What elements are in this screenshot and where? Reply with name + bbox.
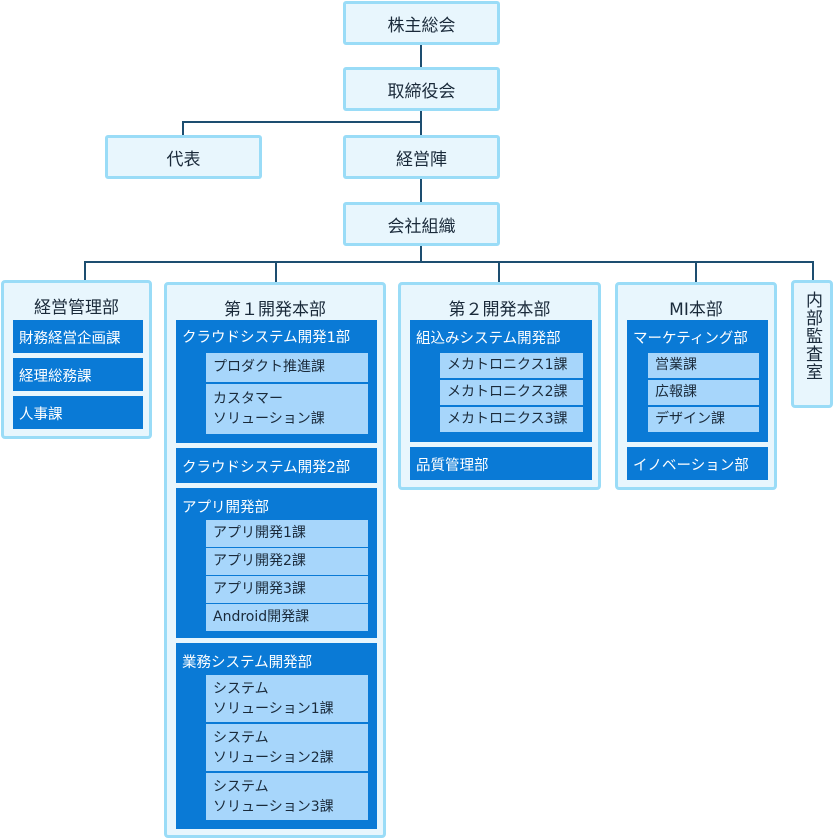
connector-organization-down — [420, 244, 422, 262]
department-admin-title: 経営管理部 — [34, 298, 119, 318]
list-item: メカトロニクス1課 — [440, 353, 583, 378]
list-item-label: ソリューション3課 — [213, 798, 334, 815]
section-innovation-label: イノベーション部 — [633, 458, 749, 474]
list-item-label: アプリ開発1課 — [213, 525, 306, 541]
list-item-label: ソリューション1課 — [213, 700, 334, 717]
list-item: 営業課 — [648, 353, 759, 378]
list-item-label: 営業課 — [655, 357, 697, 373]
list-item: メカトロニクス3課 — [440, 407, 583, 432]
list-item: システム ソリューション1課 — [206, 675, 368, 722]
list-item: システム ソリューション2課 — [206, 724, 368, 771]
department-dev1-title: 第１開発本部 — [224, 300, 326, 320]
connector-audit — [812, 261, 814, 281]
department-dev2-title: 第２開発本部 — [448, 300, 551, 320]
section-app-label: アプリ開発部 — [182, 500, 269, 516]
section-innovation: イノベーション部 — [627, 447, 768, 480]
list-item: アプリ開発3課 — [206, 576, 368, 603]
list-item: カスタマー ソリューション課 — [206, 384, 368, 434]
admin-item: 人事課 — [13, 396, 143, 429]
connector-representative-horizontal — [182, 121, 422, 123]
management-box: 経営陣 — [343, 135, 500, 179]
list-item-label: システム — [213, 778, 269, 795]
list-item: メカトロニクス2課 — [440, 380, 583, 405]
list-item-label: ソリューション2課 — [213, 749, 334, 766]
connector-dev1 — [275, 261, 277, 283]
section-cloud1-label: クラウドシステム開発1部 — [182, 330, 351, 346]
list-item-label: アプリ開発3課 — [213, 581, 306, 597]
list-item-label: プロダクト推進課 — [213, 359, 325, 375]
list-item: アプリ開発2課 — [206, 548, 368, 575]
section-business-label: 業務システム開発部 — [182, 655, 313, 671]
list-item: プロダクト推進課 — [206, 353, 368, 382]
list-item: Android開発課 — [206, 604, 368, 631]
connector-management-organization — [420, 177, 422, 203]
connector-mi — [695, 261, 697, 283]
board-of-directors-box: 取締役会 — [343, 67, 500, 111]
connector-departments-horizontal — [84, 261, 814, 263]
shareholders-meeting-box: 株主総会 — [343, 1, 500, 45]
section-marketing: マーケティング部 営業課 広報課 デザイン課 — [627, 320, 768, 442]
section-cloud2: クラウドシステム開発2部 — [176, 448, 377, 483]
list-item-label: メカトロニクス3課 — [447, 411, 568, 427]
connector-representative-vertical — [182, 121, 184, 136]
list-item-label: ソリューション課 — [213, 411, 325, 427]
admin-item-label: 人事課 — [19, 407, 63, 423]
company-organization-box: 会社組織 — [343, 202, 500, 246]
connector-shareholders-board — [420, 44, 422, 68]
section-quality: 品質管理部 — [410, 447, 592, 480]
admin-item: 財務経営企画課 — [13, 320, 143, 353]
section-app: アプリ開発部 アプリ開発1課 アプリ開発2課 アプリ開発3課 Android開発… — [176, 488, 377, 638]
section-business: 業務システム開発部 システム ソリューション1課 システム ソリューション2課 … — [176, 643, 377, 829]
section-marketing-label: マーケティング部 — [633, 331, 748, 347]
department-mi-title: MI本部 — [669, 300, 723, 320]
list-item: システム ソリューション3課 — [206, 773, 368, 820]
list-item-label: システム — [213, 729, 269, 746]
department-admin: 経営管理部 財務経営企画課 経理総務課 人事課 — [1, 280, 152, 439]
list-item: アプリ開発1課 — [206, 520, 368, 547]
section-cloud2-label: クラウドシステム開発2部 — [182, 460, 351, 476]
department-mi: MI本部 マーケティング部 営業課 広報課 デザイン課 イノベーション部 — [615, 282, 777, 490]
list-item-label: メカトロニクス2課 — [447, 384, 568, 400]
department-audit: 内部監査室 — [791, 280, 833, 408]
section-quality-label: 品質管理部 — [416, 458, 489, 474]
connector-dev2 — [498, 261, 500, 283]
list-item-label: デザイン課 — [655, 411, 725, 427]
connector-board-management — [420, 110, 422, 136]
department-audit-title: 内部監査室 — [802, 291, 822, 381]
department-dev1: 第１開発本部 クラウドシステム開発1部 プロダクト推進課 カスタマー ソリューシ… — [164, 282, 386, 838]
list-item-label: 広報課 — [655, 384, 697, 400]
connector-admin — [84, 261, 86, 281]
list-item: デザイン課 — [648, 407, 759, 432]
admin-item-label: 経理総務課 — [19, 369, 92, 385]
list-item-label: システム — [213, 680, 269, 697]
list-item: 広報課 — [648, 380, 759, 405]
section-cloud1: クラウドシステム開発1部 プロダクト推進課 カスタマー ソリューション課 — [176, 320, 377, 443]
list-item-label: メカトロニクス1課 — [447, 357, 568, 373]
department-dev2: 第２開発本部 組込みシステム開発部 メカトロニクス1課 メカトロニクス2課 メカ… — [398, 282, 601, 490]
list-item-label: カスタマー — [213, 391, 283, 407]
representative-box: 代表 — [105, 135, 262, 179]
list-item-label: Android開発課 — [213, 609, 310, 625]
admin-item-label: 財務経営企画課 — [19, 331, 121, 347]
section-embedded-label: 組込みシステム開発部 — [416, 331, 561, 347]
list-item-label: アプリ開発2課 — [213, 553, 306, 569]
admin-item: 経理総務課 — [13, 358, 143, 391]
section-embedded: 組込みシステム開発部 メカトロニクス1課 メカトロニクス2課 メカトロニクス3課 — [410, 320, 592, 442]
